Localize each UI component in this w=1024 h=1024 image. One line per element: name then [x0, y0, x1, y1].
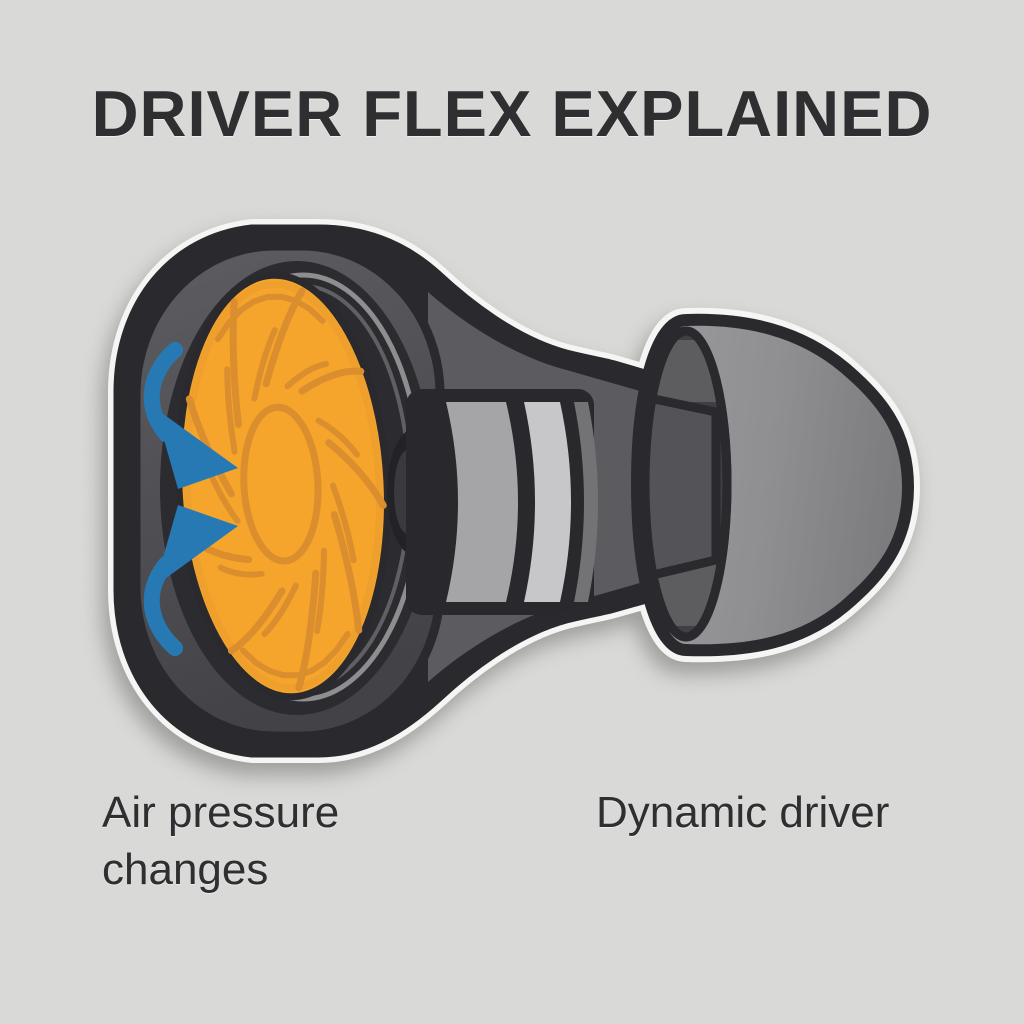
arrow-head — [155, 505, 238, 586]
label-dynamic-driver: Dynamic driver — [596, 788, 890, 837]
diaphragm-swirl-line — [314, 547, 327, 635]
diaphragm-swirl-line — [217, 564, 265, 578]
diaphragm-rim-shade — [183, 280, 383, 692]
label-air-pressure: Air pressure changes — [102, 784, 339, 898]
page-title: DRIVER FLEX EXPLAINED — [91, 77, 933, 150]
diaphragm-swirl-line — [224, 366, 238, 455]
magnet-coil-stack — [387, 389, 598, 615]
diaphragm-swirl-line — [239, 630, 351, 679]
diaphragm-swirl-line — [261, 582, 299, 637]
diaphragm-swirl-line — [284, 360, 330, 390]
diaphragm-swirl-line — [298, 367, 365, 395]
diaphragm-swirl-line — [329, 482, 357, 564]
arrow-tail — [143, 342, 183, 442]
diaphragm-ellipse — [175, 271, 391, 701]
stack-band — [446, 402, 518, 602]
label-air-pressure-line1: Air pressure — [102, 788, 340, 837]
silicone-ear-tip — [630, 313, 915, 657]
diaphragm-swirl-line — [251, 327, 278, 402]
stack-band — [524, 402, 571, 602]
diaphragm-dome — [240, 403, 322, 565]
housing-outline — [113, 224, 713, 758]
diaphragm-swirl-line — [330, 511, 363, 634]
diaphragm-swirl-line — [214, 293, 326, 343]
nozzle-end — [648, 390, 721, 584]
diaphragm-swirl-line — [262, 287, 306, 388]
diaphragm-swirl-line — [295, 569, 320, 692]
diaphragm-swirl-line — [325, 439, 387, 509]
air-flow-arrow-down-icon — [143, 342, 238, 489]
diaphragm-swirl-line — [227, 587, 286, 655]
diaphragm-swirl-line — [229, 298, 242, 428]
diaphragm-swirl-line — [315, 417, 361, 458]
label-air-pressure-line2: changes — [102, 845, 269, 895]
ear-tip-rim — [640, 326, 732, 642]
arrow-head — [155, 408, 238, 489]
diaphragm — [175, 271, 391, 701]
air-flow-arrows — [143, 342, 238, 656]
stack-band — [574, 402, 598, 602]
air-flow-arrow-up-icon — [143, 505, 238, 656]
